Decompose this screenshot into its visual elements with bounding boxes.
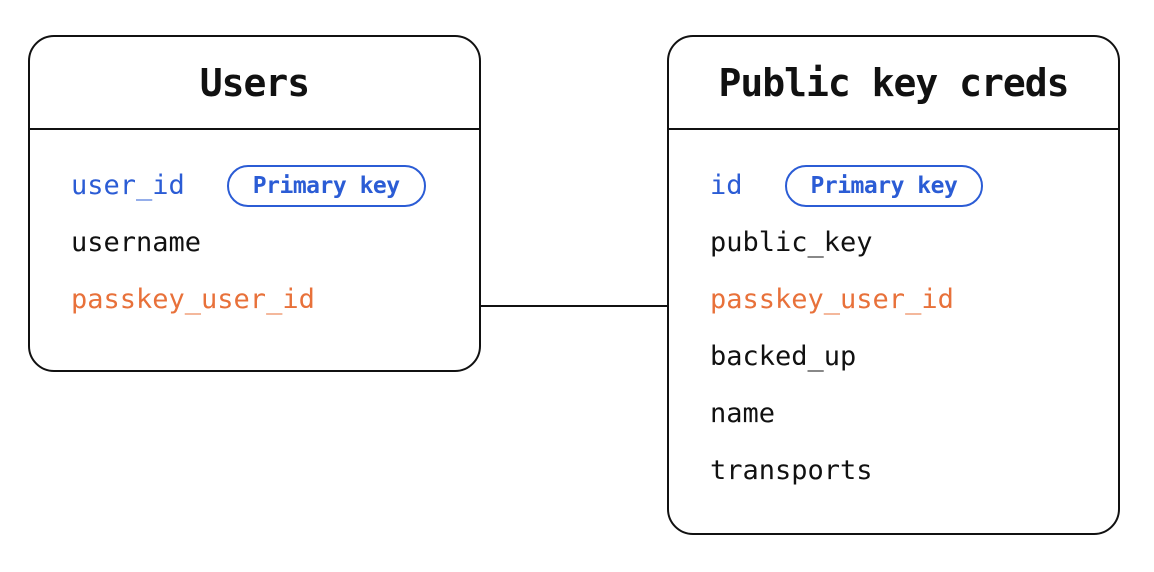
field-row-username: username [71, 214, 479, 271]
field-name-name: name [710, 398, 776, 429]
field-name-user-id: user_id [71, 170, 185, 201]
field-name-username: username [71, 227, 202, 258]
field-name-public-key: public_key [710, 227, 873, 258]
table-body-public-key-creds: id Primary key public_key passkey_user_i… [669, 130, 1118, 499]
field-name-transports: transports [710, 455, 873, 486]
field-row-passkey-user-id: passkey_user_id [71, 271, 479, 328]
field-name-id: id [710, 170, 743, 201]
table-node-public-key-creds: Public key creds id Primary key public_k… [667, 35, 1120, 535]
table-title-public-key-creds: Public key creds [669, 37, 1118, 130]
field-row-transports: transports [710, 442, 1118, 499]
table-body-users: user_id Primary key username passkey_use… [30, 130, 479, 328]
field-name-passkey-user-id: passkey_user_id [710, 284, 954, 315]
table-title-users: Users [30, 37, 479, 130]
field-name-backed-up: backed_up [710, 341, 857, 372]
field-row-passkey-user-id: passkey_user_id [710, 271, 1118, 328]
field-row-public-key: public_key [710, 214, 1118, 271]
field-row-backed-up: backed_up [710, 328, 1118, 385]
relationship-line [481, 305, 667, 307]
field-row-user-id: user_id Primary key [71, 157, 479, 214]
table-node-users: Users user_id Primary key username passk… [28, 35, 481, 372]
field-row-name: name [710, 385, 1118, 442]
field-row-id: id Primary key [710, 157, 1118, 214]
primary-key-badge: Primary key [226, 164, 426, 207]
primary-key-badge: Primary key [784, 164, 984, 207]
field-name-passkey-user-id: passkey_user_id [71, 284, 315, 315]
